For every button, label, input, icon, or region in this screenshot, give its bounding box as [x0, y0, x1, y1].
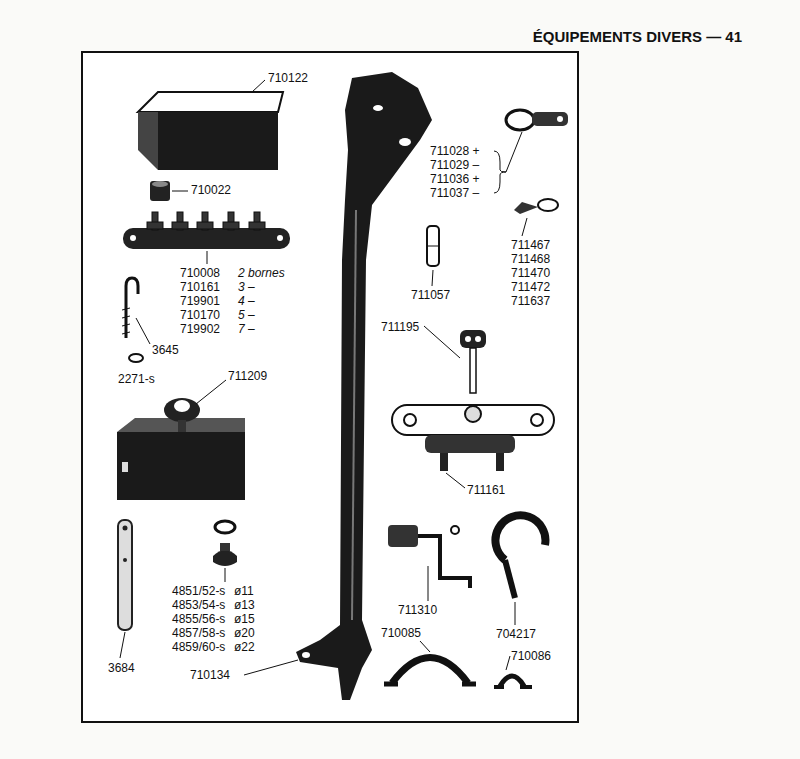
- callout-number: 711057: [411, 289, 450, 302]
- callout-number: 704217: [496, 628, 536, 641]
- callout-number: 3 –: [238, 281, 255, 294]
- callout-number: 7 –: [238, 323, 255, 336]
- callout-number: 711037 –: [430, 187, 479, 200]
- callout-number: ø20: [234, 627, 255, 640]
- callout-number: 711028 +: [430, 145, 480, 158]
- callout-number: 711310: [398, 604, 437, 617]
- callout-number: 710134: [190, 669, 230, 682]
- callout-number: 4 –: [238, 295, 255, 308]
- callout-number: 711209: [228, 370, 267, 383]
- callout-number: 711637: [511, 295, 550, 308]
- callout-number: 711036 +: [430, 173, 480, 186]
- callout-number: 710085: [381, 627, 421, 640]
- callout-number: 711472: [511, 281, 550, 294]
- callout-number: 710086: [511, 650, 551, 663]
- callout-number: 4853/54-s: [172, 599, 225, 612]
- callout-number: 3684: [108, 662, 135, 675]
- callout-number: 2271-s: [118, 373, 155, 386]
- leader-lines: [120, 80, 527, 675]
- callout-number: 710161: [180, 281, 220, 294]
- callout-number: 710022: [191, 184, 231, 197]
- callout-number: 711470: [511, 267, 550, 280]
- page-title: ÉQUIPEMENTS DIVERS — 41: [533, 28, 742, 45]
- callout-number: 710008: [180, 267, 220, 280]
- callout-number: 2 bornes: [238, 267, 285, 280]
- callout-number: ø13: [234, 599, 255, 612]
- callout-number: 711195: [381, 321, 419, 334]
- callout-number: 711161: [467, 484, 505, 497]
- callout-number: 711468: [511, 253, 550, 266]
- callout-number: 3645: [152, 344, 179, 357]
- callout-number: 4859/60-s: [172, 641, 225, 654]
- callout-number: 711467: [511, 239, 550, 252]
- callout-number: 5 –: [238, 309, 255, 322]
- callout-number: 4851/52-s: [172, 585, 225, 598]
- callout-number: 719901: [180, 295, 220, 308]
- callout-number: 4857/58-s: [172, 627, 225, 640]
- callout-number: 711029 –: [430, 159, 479, 172]
- callout-number: ø22: [234, 641, 255, 654]
- callout-number: 719902: [180, 323, 220, 336]
- callout-number: 710170: [180, 309, 220, 322]
- callout-number: 710122: [268, 72, 308, 85]
- callout-number: ø11: [234, 585, 254, 598]
- callout-number: 4855/56-s: [172, 613, 225, 626]
- callout-number: ø15: [234, 613, 255, 626]
- frame: [82, 52, 578, 722]
